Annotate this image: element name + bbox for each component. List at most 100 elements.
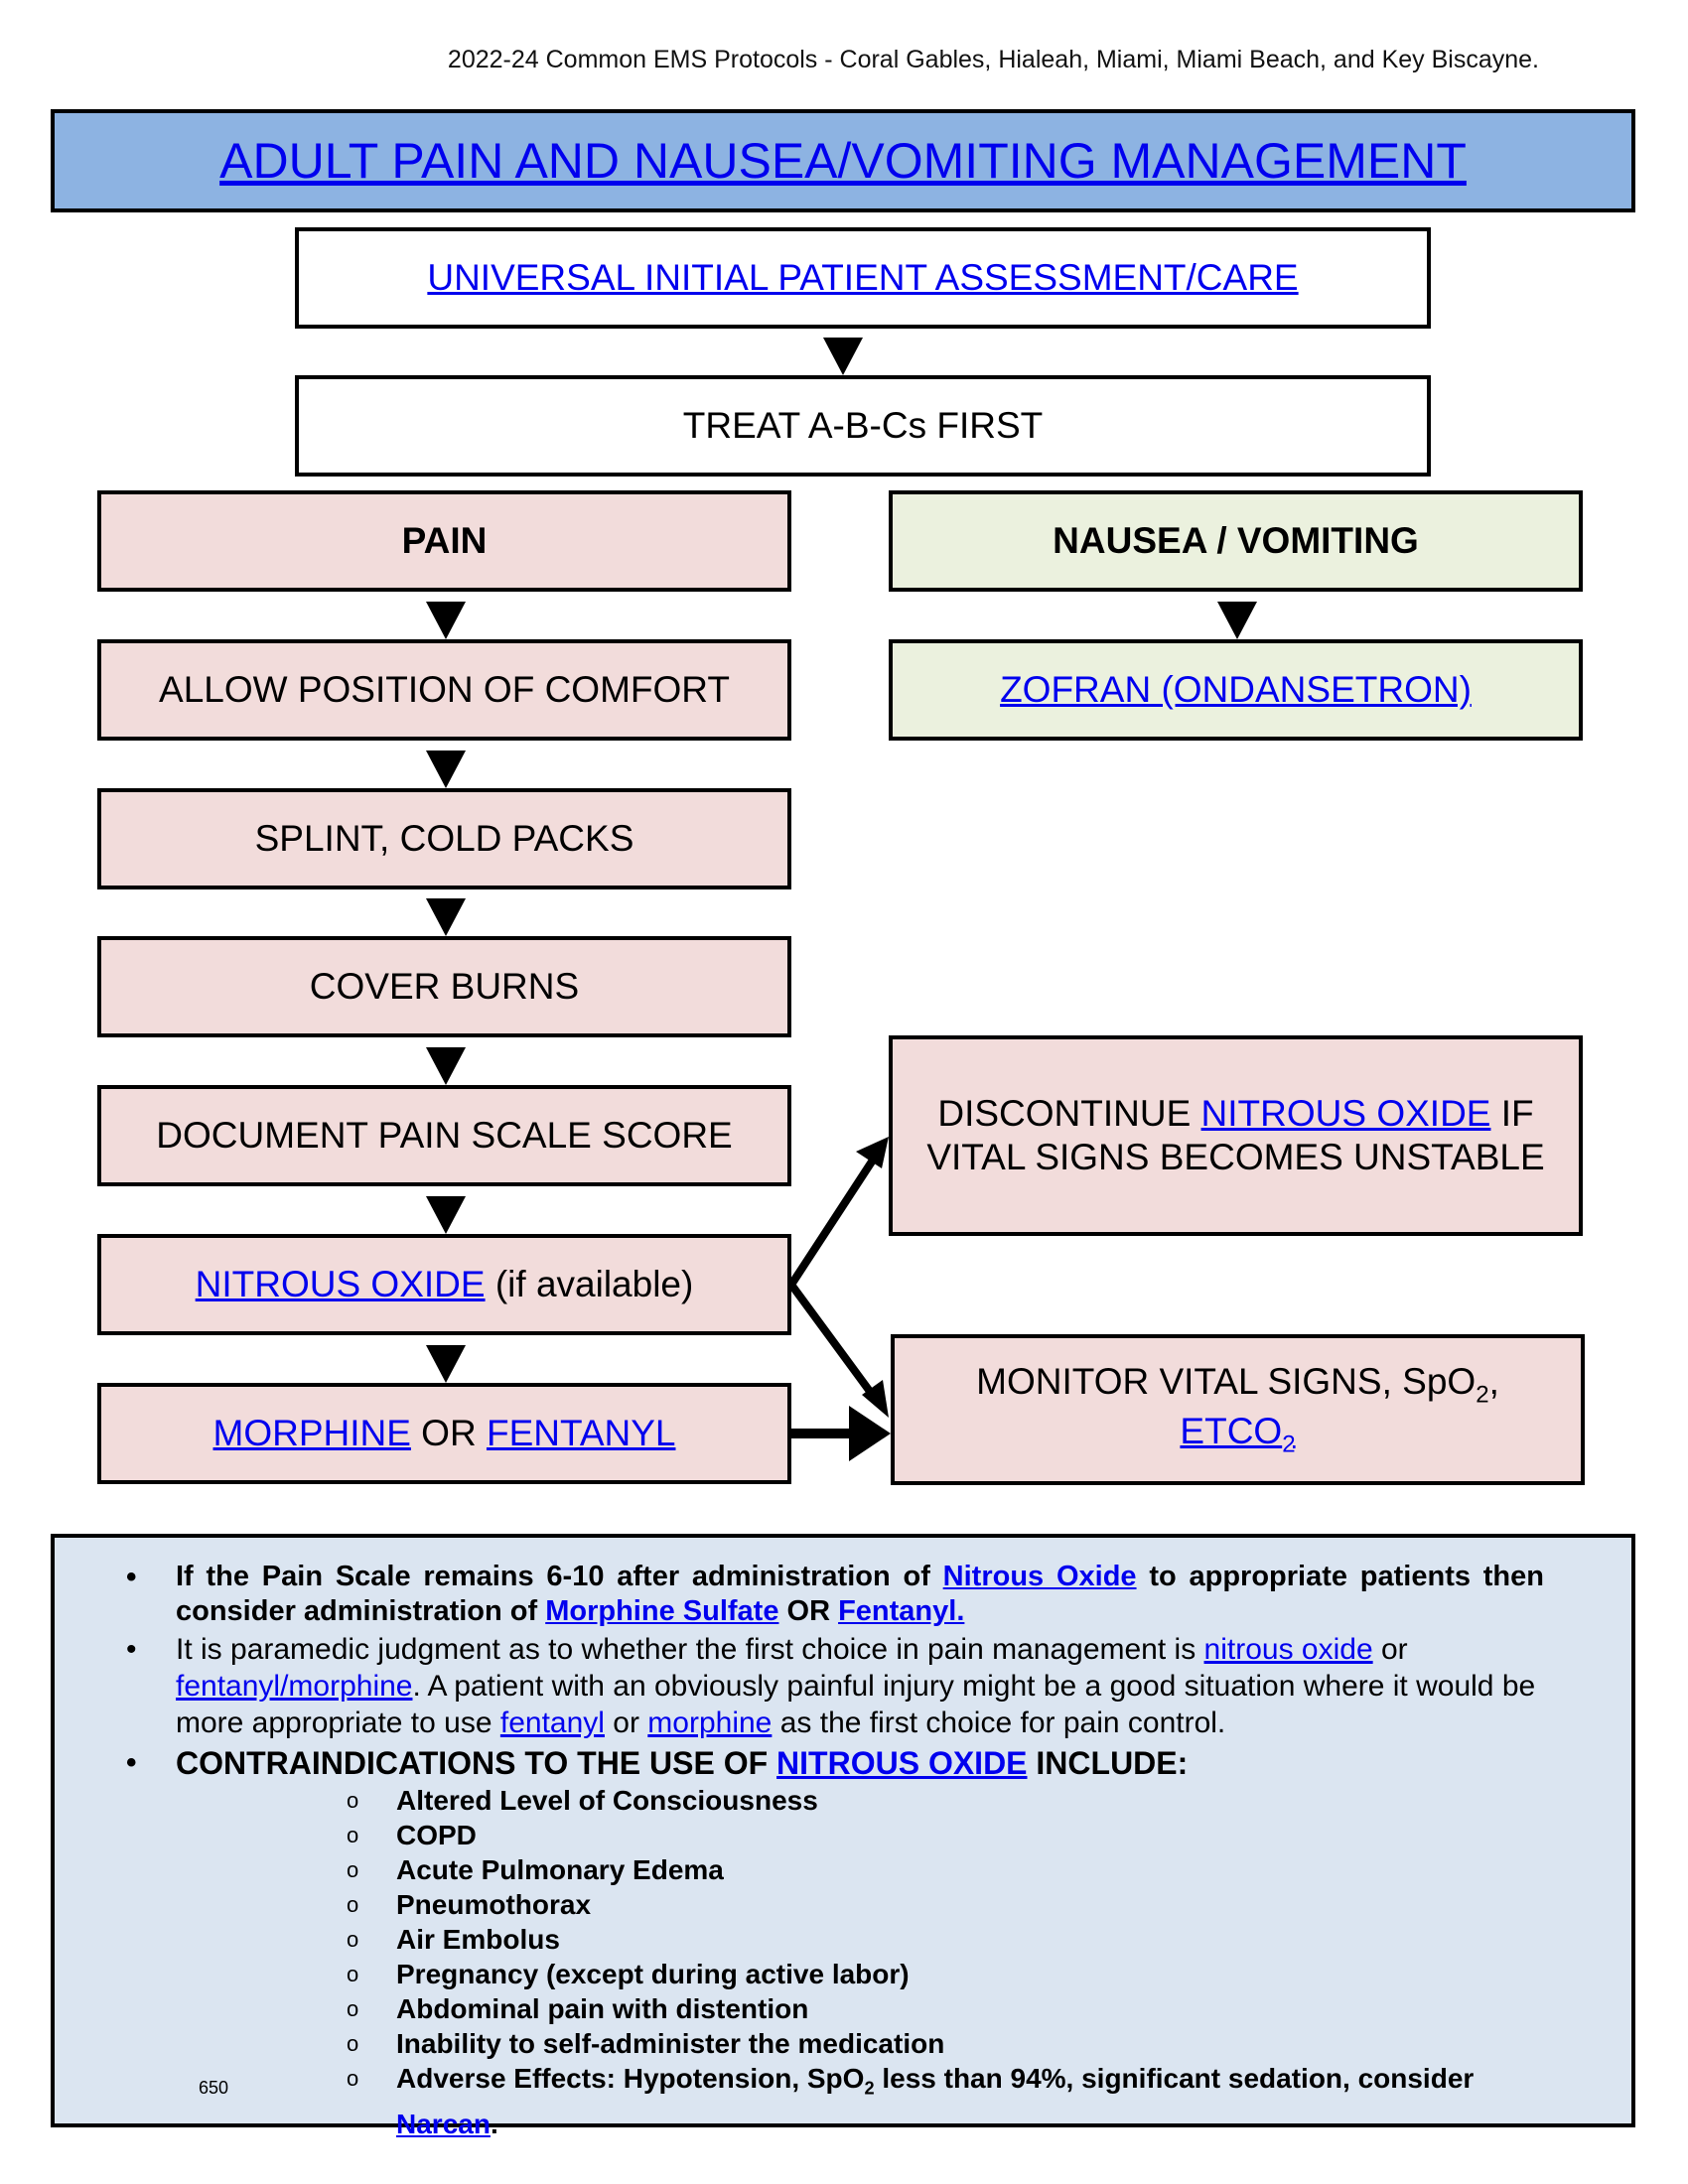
note1-nitrous-link[interactable]: Nitrous Oxide [942, 1561, 1137, 1592]
note2-fentanyl-link[interactable]: fentanyl [499, 1706, 605, 1739]
discontinue-box: DISCONTINUE NITROUS OXIDE IF VITAL SIGNS… [889, 1035, 1583, 1236]
pain-header-text: PAIN [401, 520, 488, 562]
sub-bullet: o [347, 1857, 359, 1882]
contraindication-text: Inability to self-administer the medicat… [396, 2028, 945, 2059]
sub-bullet: o [347, 1892, 359, 1917]
fentanyl-link[interactable]: FENTANYL [486, 1413, 676, 1454]
notes-list: • If the Pain Scale remains 6-10 after ad… [55, 1560, 1631, 2141]
splint-text: SPLINT, COLD PACKS [254, 818, 634, 860]
discontinue-prefix: DISCONTINUE [937, 1093, 1201, 1135]
monitor-prefix: MONITOR VITAL SIGNS, SpO [976, 1361, 1477, 1403]
adverse-text-2: less than 94%, significant sedation, con… [874, 2063, 1475, 2094]
assessment-link[interactable]: UNIVERSAL INITIAL PATIENT ASSESSMENT/CAR… [427, 257, 1299, 299]
pain-scale-box: DOCUMENT PAIN SCALE SCORE [97, 1085, 791, 1186]
zofran-link[interactable]: ZOFRAN (ONDANSETRON) [1000, 669, 1472, 711]
nitrous-link[interactable]: NITROUS OXIDE [195, 1264, 486, 1305]
contraindication-text: Pregnancy (except during active labor) [396, 1959, 910, 1989]
contraindication-text: COPD [396, 1820, 477, 1850]
contraindication-text: Pneumothorax [396, 1889, 592, 1920]
abc-text: TREAT A-B-Cs FIRST [682, 405, 1044, 447]
position-text: ALLOW POSITION OF COMFORT [159, 669, 730, 711]
adverse-sub-2: 2 [864, 2078, 875, 2099]
etco2-link[interactable]: ETCO2 [1180, 1411, 1295, 1457]
note1-fentanyl-link[interactable]: Fentanyl. [838, 1595, 965, 1627]
note-paramedic-judgment: • It is paramedic judgment as to whether … [55, 1631, 1631, 1741]
note2-morphine-link[interactable]: morphine [647, 1706, 773, 1739]
note1-text-1: If the Pain Scale remains 6-10 after adm… [176, 1561, 943, 1592]
monitor-sub-2: 2 [1476, 1381, 1489, 1409]
sub-bullet: o [347, 1996, 359, 2021]
assessment-box: UNIVERSAL INITIAL PATIENT ASSESSMENT/CAR… [295, 227, 1431, 329]
page-number: 650 [199, 2078, 229, 2098]
discontinue-suffix: IF VITAL SIGNS BECOMES UNSTABLE [926, 1093, 1545, 1177]
note2-nitrous-link[interactable]: nitrous oxide [1203, 1633, 1373, 1666]
note2-text-5: as the first choice for pain control. [772, 1706, 1226, 1739]
arrow-scale-to-nitrous [426, 1196, 466, 1234]
notes-panel: • If the Pain Scale remains 6-10 after ad… [51, 1534, 1635, 2139]
note-contraindications: • CONTRAINDICATIONS TO THE USE OF NITROUS… [55, 1743, 1631, 2141]
contraindication-text: Abdominal pain with distention [396, 1993, 809, 2024]
splint-box: SPLINT, COLD PACKS [97, 788, 791, 889]
sub-bullet: o [347, 1823, 359, 1847]
note1-text-2: to appropriate patients then consider ad… [176, 1561, 1544, 1627]
arrow-nitrous-to-monitor-line [787, 1282, 878, 1400]
adverse-text-1: Adverse Effects: Hypotension, SpO [396, 2063, 865, 2094]
pain-header-box: PAIN [97, 490, 791, 592]
adverse-effects-item: o Adverse Effects: Hypotension, SpO2 less… [176, 2061, 1544, 2141]
monitor-comma: , [1488, 1361, 1499, 1403]
contraindication-item: o Altered Level of Consciousness [176, 1783, 1544, 1818]
bullet-2: • [126, 1633, 137, 1666]
contraindication-text: Altered Level of Consciousness [396, 1785, 818, 1816]
contraindication-item: o Acute Pulmonary Edema [176, 1852, 1544, 1887]
pain-scale-text: DOCUMENT PAIN SCALE SCORE [156, 1115, 733, 1157]
note2-text-2: or [1372, 1633, 1408, 1666]
monitor-box: MONITOR VITAL SIGNS, SpO2, ETCO2 [891, 1334, 1585, 1485]
sub-bullet: o [347, 1788, 359, 1813]
sub-bullet: o [347, 2066, 359, 2091]
arrow-opioid-to-monitor-head [849, 1406, 891, 1461]
contraindication-item: o COPD [176, 1818, 1544, 1852]
burns-box: COVER BURNS [97, 936, 791, 1037]
note3-nitrous-link[interactable]: NITROUS OXIDE [776, 1745, 1028, 1781]
note-pain-scale: •If the Pain Scale remains 6-10 after ad… [55, 1560, 1631, 1629]
nitrous-suffix: (if available) [485, 1264, 694, 1305]
contraindication-text: Acute Pulmonary Edema [396, 1854, 724, 1885]
morphine-link[interactable]: MORPHINE [212, 1413, 411, 1454]
arrow-splint-to-burns [426, 898, 466, 936]
note2-text-4: or [604, 1706, 648, 1739]
sub-bullet: o [347, 1927, 359, 1952]
arrow-nitrous-to-monitor-head [862, 1380, 889, 1418]
opioid-line: MORPHINE OR FENTANYL [213, 1412, 676, 1455]
document-header: 2022-24 Common EMS Protocols - Coral Gab… [447, 46, 1539, 73]
note1-morphine-link[interactable]: Morphine Sulfate [545, 1595, 779, 1627]
note2-fentanyl-morphine-link[interactable]: fentanyl/morphine [176, 1670, 413, 1703]
note2-text-3: . A patient with an obviously painful in… [176, 1670, 1536, 1739]
contraindication-item: o Pneumothorax [176, 1887, 1544, 1922]
nitrous-box: NITROUS OXIDE (if available) [97, 1234, 791, 1335]
abc-box: TREAT A-B-Cs FIRST [295, 375, 1431, 477]
nausea-header-text: NAUSEA / VOMITING [1053, 520, 1419, 562]
nausea-header-box: NAUSEA / VOMITING [889, 490, 1583, 592]
title-link[interactable]: ADULT PAIN AND NAUSEA/VOMITING MANAGEMEN… [219, 132, 1467, 189]
sub-bullet: o [347, 1962, 359, 1986]
contraindication-item: o Pregnancy (except during active labor) [176, 1957, 1544, 1991]
zofran-box: ZOFRAN (ONDANSETRON) [889, 639, 1583, 741]
etco-text: ETCO [1180, 1411, 1283, 1451]
adverse-text-3: . [490, 2108, 498, 2139]
position-box: ALLOW POSITION OF COMFORT [97, 639, 791, 741]
note3-text-1: CONTRAINDICATIONS TO THE USE OF [176, 1745, 777, 1781]
narcan-link[interactable]: Narcan [396, 2108, 491, 2139]
contraindication-item: o Inability to self-administer the medica… [176, 2026, 1544, 2061]
arrow-nitrous-to-opioid [426, 1345, 466, 1383]
or-text: OR [410, 1413, 487, 1454]
arrow-assessment-to-abc [823, 338, 863, 375]
note2-text-1: It is paramedic judgment as to whether t… [176, 1633, 1204, 1666]
discontinue-text: DISCONTINUE NITROUS OXIDE IF VITAL SIGNS… [922, 1092, 1549, 1178]
arrow-pain-to-position [426, 602, 466, 639]
discontinue-nitrous-link[interactable]: NITROUS OXIDE [1200, 1093, 1491, 1135]
arrow-nausea-to-zofran [1217, 602, 1257, 639]
sub-bullet: o [347, 2031, 359, 2056]
bullet-3: • [126, 1746, 137, 1779]
